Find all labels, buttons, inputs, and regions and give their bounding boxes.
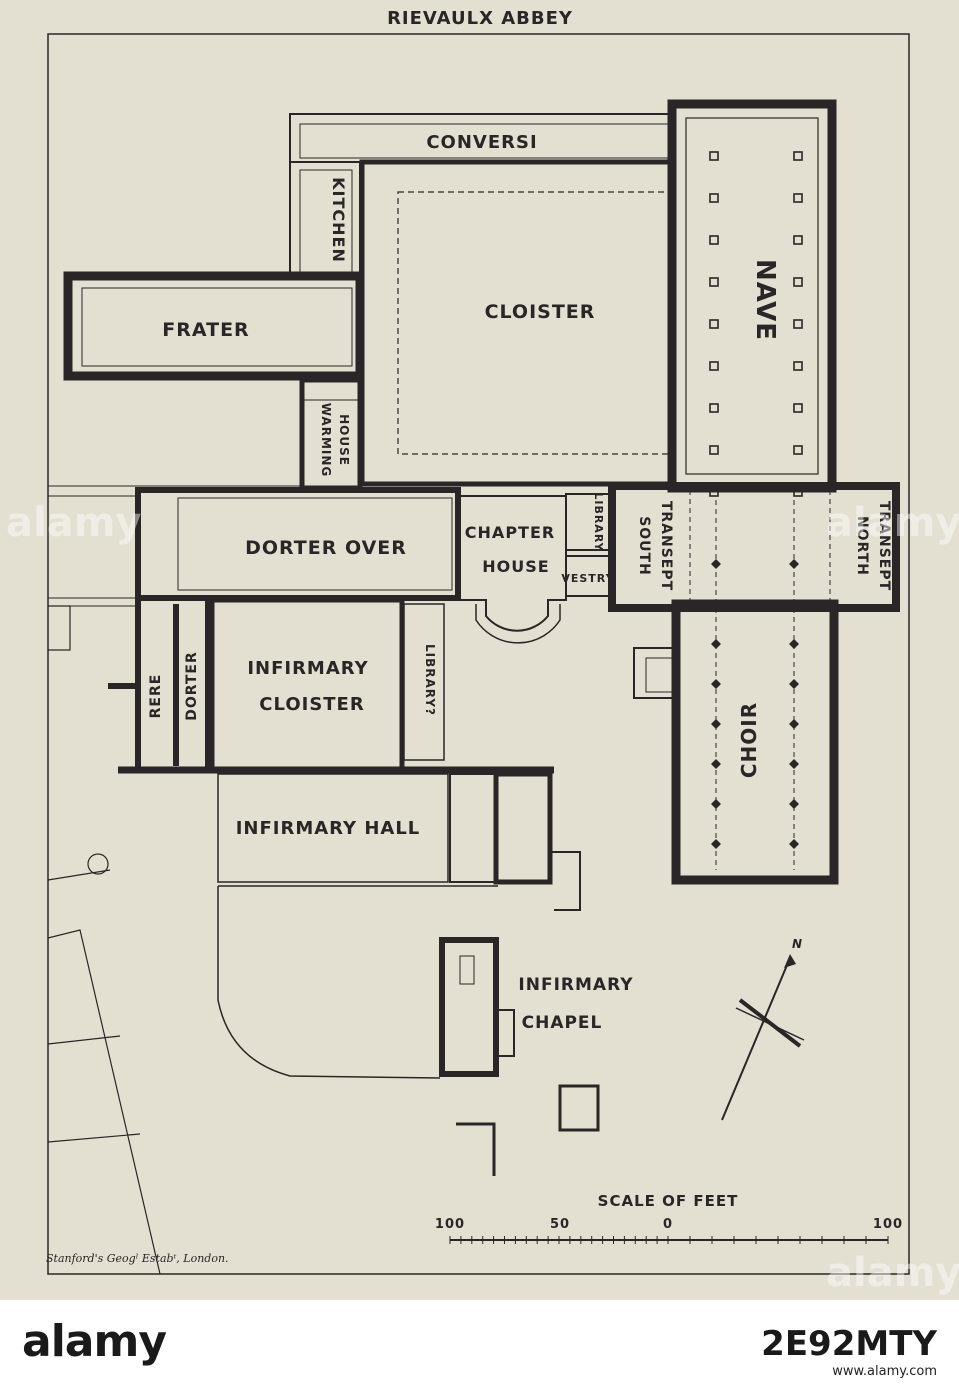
infirmary-chapel-label-1: INFIRMARY	[518, 975, 633, 995]
infirmary-chapel-label-2: CHAPEL	[522, 1013, 603, 1033]
infirmary-court	[217, 885, 498, 1079]
ruin-fragments	[456, 1084, 600, 1176]
dorter-over-label: DORTER OVER	[245, 537, 407, 559]
warming-label-1: WARMING	[319, 403, 333, 478]
scale-title: SCALE OF FEET	[598, 1192, 739, 1210]
footer-logo: alamy	[22, 1316, 167, 1367]
choir	[671, 500, 839, 885]
warming-label-2: HOUSE	[337, 414, 351, 466]
north-transept-label-1: NORTH	[854, 516, 870, 576]
chapter-label-2: HOUSE	[482, 557, 549, 576]
map-frame	[47, 33, 910, 1275]
library-q-label: LIBRARY?	[423, 644, 437, 716]
kitchen-label: KITCHEN	[329, 177, 348, 263]
rere-label: RERE	[148, 674, 164, 719]
image-id: 2E92MTY	[761, 1324, 937, 1364]
map-title: RIEVAULX ABBEY	[387, 8, 573, 29]
chapter-house	[459, 495, 567, 644]
choir-annex	[633, 647, 677, 699]
infirmary-cloister	[209, 597, 445, 773]
passage-lines	[48, 485, 672, 607]
footer-site: www.alamy.com	[832, 1364, 937, 1379]
infirmary-hall	[118, 766, 581, 911]
scale-tick-label: 0	[663, 1217, 673, 1232]
south-transept-label-2: TRANSEPT	[658, 501, 674, 591]
west-outworks	[47, 605, 161, 1275]
stock-footer: alamy 2E92MTY www.alamy.com	[0, 1300, 959, 1390]
scale-tick-labels: 100 50 0 100	[435, 1217, 903, 1232]
south-transept-label-1: SOUTH	[636, 516, 652, 576]
library-label: LIBRARY	[592, 492, 605, 551]
vestry-label: VESTRY	[561, 572, 614, 585]
conversi-label: CONVERSI	[426, 132, 537, 153]
nave-label: NAVE	[750, 259, 780, 341]
dorter-label: DORTER	[184, 651, 200, 721]
kitchen	[289, 161, 361, 275]
scale-tick-label: 50	[550, 1217, 570, 1232]
map-sheet: RIEVAULX ABBEY CONVERSI KITCHEN CLOISTER…	[0, 0, 959, 1300]
scale-bar	[449, 1236, 889, 1244]
infirmary-cloister-label-1: INFIRMARY	[247, 658, 368, 679]
cloister-label: CLOISTER	[485, 301, 596, 323]
cloister	[359, 159, 677, 487]
choir-label: CHOIR	[737, 702, 761, 778]
north-transept-label-2: TRANSEPT	[876, 501, 892, 591]
scale-tick-label: 100	[873, 1217, 903, 1232]
north-arrow	[721, 954, 805, 1121]
watermark-bottom-right: alamy	[826, 1250, 959, 1296]
infirmary-cloister-label-2: CLOISTER	[259, 694, 364, 715]
scale-tick-label: 100	[435, 1217, 465, 1232]
chapter-label-1: CHAPTER	[465, 523, 555, 542]
engraver-credit: Stanford's Geogˡ Estabᵗ, London.	[46, 1252, 229, 1265]
watermark-left: alamy	[6, 500, 142, 546]
abbey-plan: RIEVAULX ABBEY CONVERSI KITCHEN CLOISTER…	[46, 8, 910, 1275]
infirmary-chapel	[439, 937, 515, 1077]
infirmary-hall-label: INFIRMARY HALL	[236, 818, 421, 839]
frater	[63, 271, 365, 381]
north-label: N	[792, 937, 803, 951]
frater-label: FRATER	[162, 319, 249, 341]
watermark-right: alamy	[826, 500, 959, 546]
